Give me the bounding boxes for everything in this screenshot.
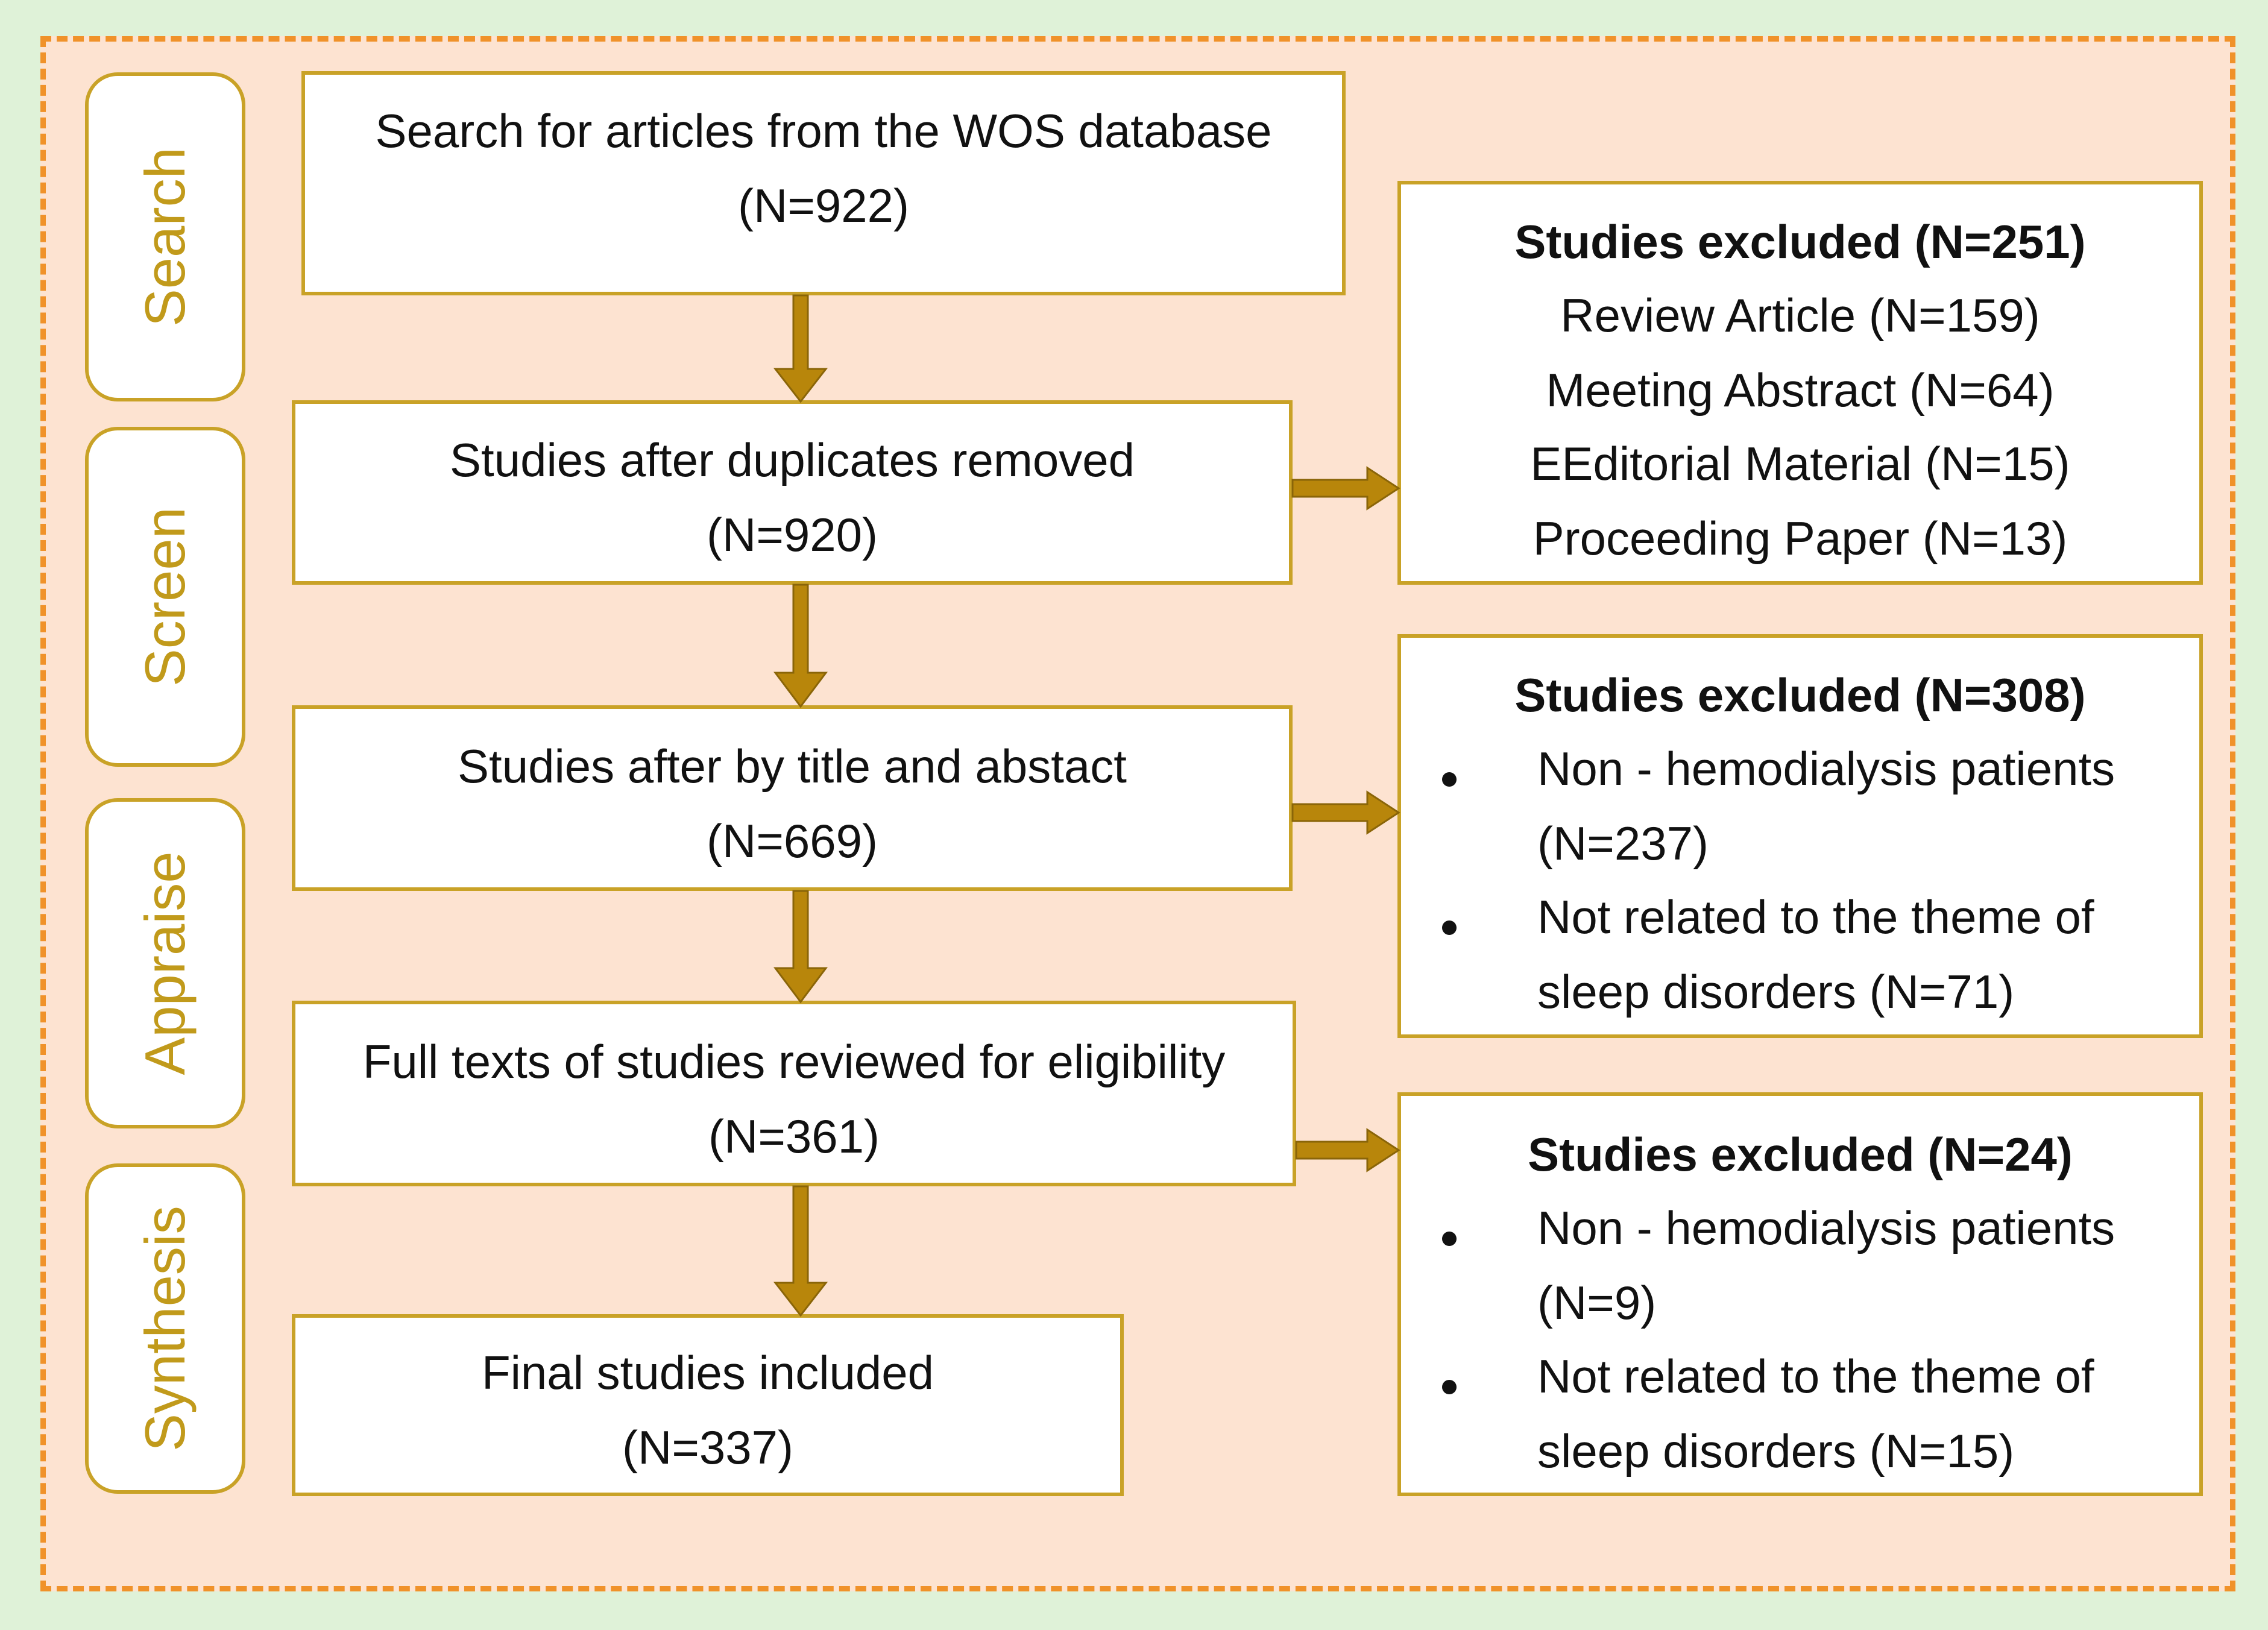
bullet-text: (N=9) (1537, 1276, 1657, 1329)
exclusion-item: Meeting Abstract (N=64) (1546, 363, 2055, 417)
bullet-dot (1442, 772, 1457, 787)
stage-search: Search (85, 72, 245, 401)
exclusion-item: Proceeding Paper (N=13) (1532, 512, 2068, 565)
bullet-text: sleep disorders (N=15) (1537, 1424, 2015, 1477)
bullet-dot (1442, 1232, 1457, 1246)
bullet-text: Non - hemodialysis patients (1537, 1201, 2115, 1254)
exclusion-heading: Studies excluded (N=251) (1514, 215, 2086, 268)
box-title-abstract: Studies after by title and abstact (N=66… (292, 705, 1293, 891)
box-final-included: Final studies included (N=337) (292, 1314, 1124, 1496)
bullet-text: Not related to the theme of (1537, 890, 2094, 943)
exclusion-item: Review Article (N=159) (1560, 289, 2040, 342)
box-duplicates-removed: Studies after duplicates removed (N=920) (292, 400, 1293, 585)
arrow-down-icon (773, 1185, 828, 1317)
box-search: Search for articles from the WOS databas… (301, 71, 1346, 295)
exclusion-heading: Studies excluded (N=308) (1514, 669, 2086, 722)
box-title: Studies after duplicates removed (450, 433, 1135, 486)
box-title: Search for articles from the WOS databas… (375, 104, 1272, 157)
box-title: Full texts of studies reviewed for eligi… (362, 1035, 1226, 1088)
arrow-right-icon (1291, 790, 1400, 835)
stage-synthesis: Synthesis (85, 1163, 245, 1494)
bullet-text: Non - hemodialysis patients (1537, 742, 2115, 795)
arrow-right-icon (1291, 466, 1400, 511)
box-count: (N=337) (622, 1421, 793, 1474)
arrow-down-icon (773, 890, 828, 1004)
stage-appraise: Appraise (85, 798, 245, 1128)
arrow-down-icon (773, 294, 828, 403)
exclusion-box-1: Studies excluded (N=251) Review Article … (1397, 181, 2203, 585)
exclusion-heading: Studies excluded (N=24) (1528, 1128, 2073, 1181)
arrow-right-icon (1295, 1128, 1400, 1172)
bullet-text: Not related to the theme of (1537, 1350, 2094, 1403)
box-count: (N=920) (707, 508, 878, 561)
bullet-dot (1442, 1380, 1457, 1394)
arrow-down-icon (773, 584, 828, 708)
exclusion-box-3: Studies excluded (N=24) Non - hemodialys… (1397, 1092, 2203, 1496)
box-count: (N=669) (707, 814, 878, 867)
stage-screen: Screen (85, 427, 245, 767)
bullet-dot (1442, 920, 1457, 935)
bullet-text: (N=237) (1537, 817, 1709, 870)
box-count: (N=922) (738, 179, 909, 232)
bullet-text: sleep disorders (N=71) (1537, 965, 2015, 1018)
box-title: Studies after by title and abstact (458, 740, 1127, 793)
box-title: Final studies included (481, 1346, 934, 1399)
box-count: (N=361) (708, 1110, 880, 1163)
exclusion-item: EEditorial Material (N=15) (1530, 437, 2070, 490)
box-full-text: Full texts of studies reviewed for eligi… (292, 1001, 1296, 1186)
exclusion-box-2: Studies excluded (N=308) Non - hemodialy… (1397, 634, 2203, 1038)
